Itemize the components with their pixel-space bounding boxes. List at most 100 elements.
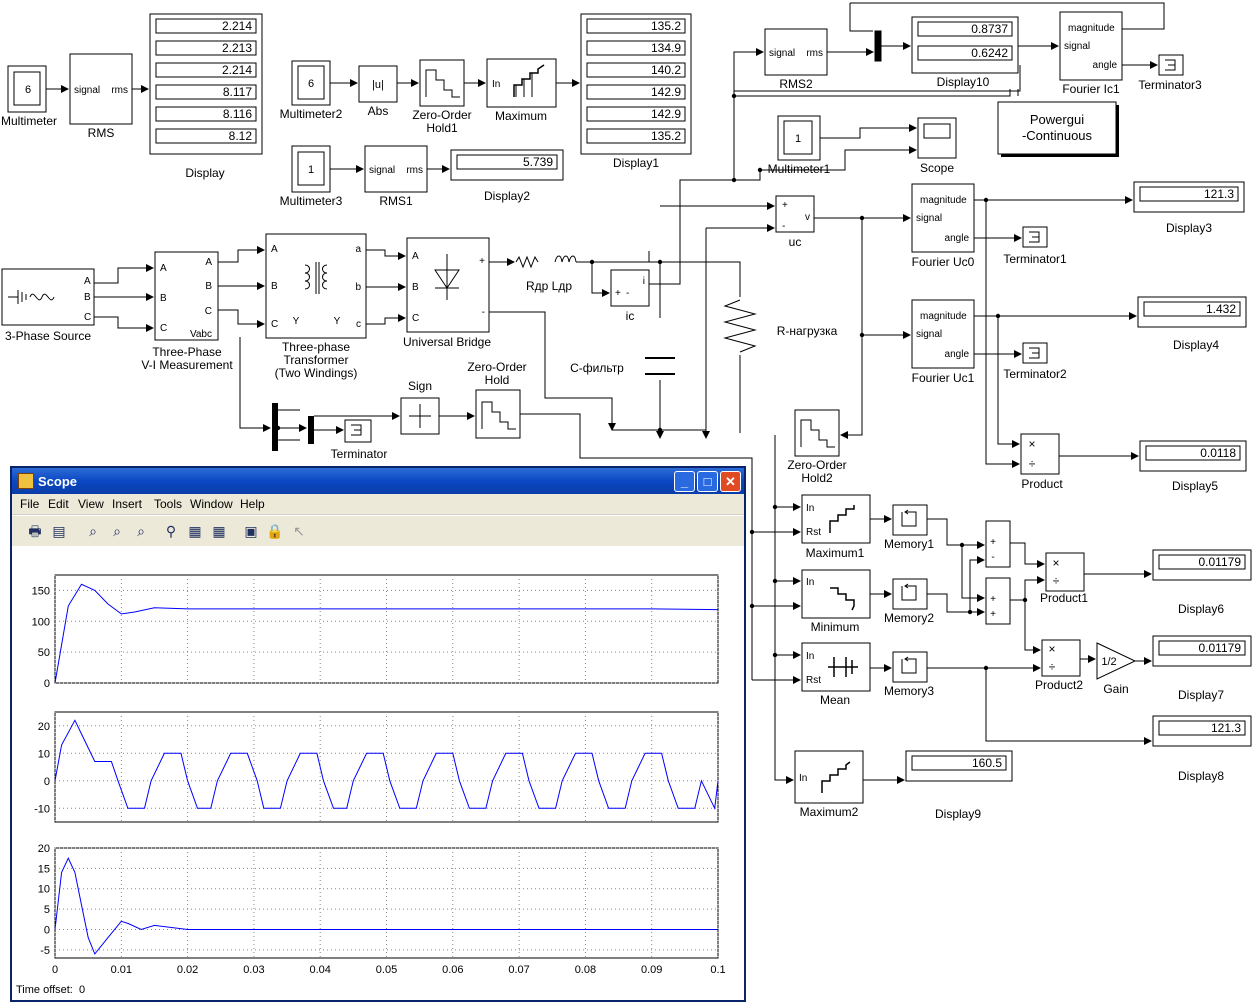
source-label: 3-Phase Source bbox=[4, 329, 92, 343]
svg-text:B: B bbox=[271, 281, 278, 292]
terminator1-label: Terminator1 bbox=[1003, 252, 1067, 266]
ic-label: ic bbox=[625, 309, 635, 323]
scope-window[interactable]: Scope _ □ ✕ File Edit View Insert Tools Windo… bbox=[10, 466, 746, 1002]
mux-bar bbox=[308, 416, 314, 444]
sum-top-block[interactable] bbox=[985, 520, 1011, 568]
menu-window[interactable]: Window bbox=[190, 497, 233, 511]
x-tick-label: 0.09 bbox=[641, 964, 662, 976]
menu-help[interactable]: Help bbox=[240, 497, 265, 511]
memory2-block[interactable] bbox=[892, 578, 928, 610]
rl-element[interactable] bbox=[515, 255, 577, 269]
svg-text:B: B bbox=[84, 292, 91, 303]
x-tick-label: 0 bbox=[52, 964, 58, 976]
minimum-block[interactable] bbox=[801, 569, 871, 619]
menu-file[interactable]: File bbox=[20, 497, 40, 511]
svg-text:angle: angle bbox=[1093, 60, 1118, 71]
svg-text:Vabc: Vabc bbox=[190, 329, 212, 340]
maximum1-block[interactable] bbox=[801, 494, 871, 544]
r-load-label: R-нагрузка bbox=[776, 324, 838, 338]
parameters-icon[interactable]: ▤ bbox=[52, 523, 66, 539]
fourier-uc1-block[interactable] bbox=[911, 299, 975, 369]
menu-tools[interactable]: Tools bbox=[154, 497, 183, 511]
x-tick-label: 0.1 bbox=[710, 964, 725, 976]
zoom-y-icon[interactable]: ⌕ bbox=[137, 523, 145, 539]
zoom-icon[interactable]: ⌕ bbox=[89, 523, 97, 539]
maximum2-block[interactable] bbox=[794, 750, 864, 804]
product1-block[interactable] bbox=[1045, 552, 1085, 592]
powergui-label: Powergui -Continuous bbox=[1021, 112, 1093, 143]
svg-text:magnitude: magnitude bbox=[920, 195, 967, 206]
display9-label: Display9 bbox=[934, 807, 982, 821]
display1-block-value-0: 135.2 bbox=[651, 19, 681, 33]
svg-text:C: C bbox=[160, 323, 167, 334]
floating-scope-icon[interactable]: ▣ bbox=[244, 523, 258, 539]
r-load-element[interactable] bbox=[723, 299, 757, 353]
rms2-label: RMS2 bbox=[779, 77, 813, 91]
svg-text:signal: signal bbox=[1064, 41, 1090, 52]
product-block[interactable] bbox=[1020, 433, 1060, 475]
display7-label: Display7 bbox=[1177, 688, 1225, 702]
c-filter-element[interactable] bbox=[645, 357, 675, 375]
display10-block-value-1: 0.6242 bbox=[971, 46, 1008, 60]
rms2-block[interactable] bbox=[764, 28, 828, 76]
close-button[interactable]: ✕ bbox=[720, 471, 741, 492]
powergui-block[interactable] bbox=[997, 101, 1117, 155]
save-axes-icon[interactable]: ▦ bbox=[188, 523, 202, 539]
product1-label: Product1 bbox=[1039, 591, 1089, 605]
multimeter3-value: 1 bbox=[308, 164, 314, 176]
memory3-block[interactable] bbox=[892, 651, 928, 683]
display5-label: Display5 bbox=[1171, 479, 1219, 493]
display8-block-value-0: 121.3 bbox=[1211, 721, 1241, 735]
display9-block-value-0: 160.5 bbox=[972, 756, 1002, 770]
svg-text:A: A bbox=[160, 263, 167, 274]
abs-block[interactable] bbox=[358, 65, 398, 103]
autoscale-icon[interactable]: ⚲ bbox=[165, 523, 177, 539]
zoh-block[interactable] bbox=[475, 389, 521, 439]
terminator-label: Terminator bbox=[330, 447, 388, 461]
memory3-label: Memory3 bbox=[883, 684, 935, 698]
maximum1-label: Maximum1 bbox=[805, 546, 865, 560]
menu-edit[interactable]: Edit bbox=[48, 497, 69, 511]
svg-text:A: A bbox=[84, 276, 91, 287]
time-offset-value: 0 bbox=[78, 984, 86, 996]
zoh1-block[interactable] bbox=[419, 59, 465, 107]
memory1-block[interactable] bbox=[892, 504, 928, 536]
scope-title: Scope bbox=[38, 474, 78, 489]
zoh1-label: Zero-Order Hold1 bbox=[412, 108, 472, 135]
terminator-block[interactable] bbox=[344, 419, 372, 443]
vi-meas-block[interactable] bbox=[154, 251, 219, 341]
sum-bot-block[interactable] bbox=[985, 577, 1011, 625]
toolbar: 🖶 ▤ ⌕ ⌕ ⌕ ⚲ ▦ ▦ ▣ 🔒 ↖ bbox=[12, 515, 744, 547]
print-icon[interactable]: 🖶 bbox=[28, 523, 42, 539]
ic-block[interactable] bbox=[610, 269, 650, 307]
sum-top-op1: + bbox=[990, 537, 996, 548]
minimize-button[interactable]: _ bbox=[674, 471, 695, 492]
rms-block[interactable] bbox=[69, 53, 133, 125]
time-offset-label: Time offset: bbox=[16, 984, 73, 996]
uc-label: uc bbox=[788, 235, 802, 249]
menu-view[interactable]: View bbox=[78, 497, 104, 511]
scope-title-bar[interactable]: Scope _ □ ✕ bbox=[12, 468, 744, 494]
product2-block[interactable] bbox=[1041, 639, 1081, 677]
time-offset: Time offset: 0 bbox=[16, 984, 85, 996]
bridge-block[interactable] bbox=[406, 237, 490, 333]
y-tick-label: 100 bbox=[32, 616, 50, 628]
fourier-ic1-block[interactable] bbox=[1059, 11, 1123, 81]
rms1-block[interactable] bbox=[364, 145, 428, 193]
svg-text:In: In bbox=[806, 577, 814, 588]
terminator2-label: Terminator2 bbox=[1003, 367, 1067, 381]
zoom-x-icon[interactable]: ⌕ bbox=[113, 523, 121, 539]
zoh2-block[interactable] bbox=[794, 409, 840, 457]
y-tick-label: -10 bbox=[34, 803, 50, 815]
display7-block-value-0: 0.01179 bbox=[1199, 641, 1242, 655]
svg-text:angle: angle bbox=[945, 349, 970, 360]
gain-block[interactable] bbox=[1096, 642, 1137, 680]
uc-block[interactable] bbox=[775, 195, 815, 233]
maximize-button[interactable]: □ bbox=[697, 471, 718, 492]
x-tick-label: 0.03 bbox=[243, 964, 264, 976]
menu-insert[interactable]: Insert bbox=[112, 497, 143, 511]
minimum-label: Minimum bbox=[810, 620, 860, 634]
restore-axes-icon[interactable]: ▦ bbox=[212, 523, 226, 539]
fourier-uc0-block[interactable] bbox=[911, 183, 975, 253]
